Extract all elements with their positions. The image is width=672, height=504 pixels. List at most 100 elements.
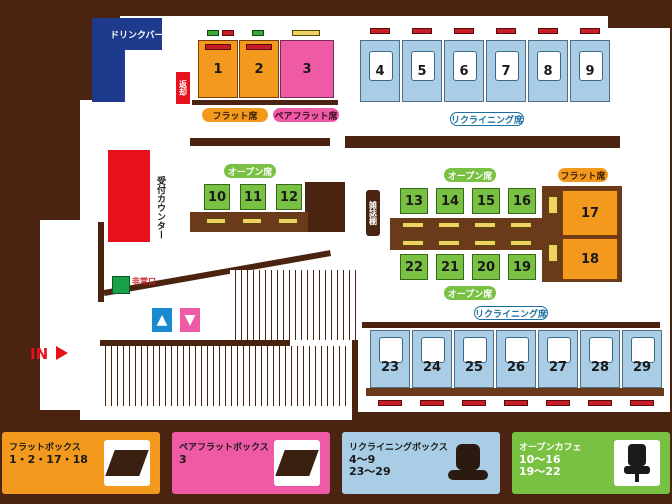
booth-number: 2 — [254, 61, 264, 77]
pc-icon — [222, 30, 234, 36]
booth-15[interactable]: 15 — [472, 188, 500, 214]
pc-icon — [402, 222, 424, 228]
pc-icon — [454, 28, 474, 34]
booth-22[interactable]: 22 — [400, 254, 428, 280]
return-counter: 返却 — [176, 72, 190, 104]
booth-16[interactable]: 16 — [508, 188, 536, 214]
legend-open-cafe[interactable]: オープンカフェ 10〜16 19〜22 — [512, 432, 670, 494]
reclining-chair-icon — [444, 440, 490, 486]
reclining-chair-icon — [369, 51, 393, 81]
zone-tag-open-center: オープン席 — [444, 168, 496, 182]
booth-number: 22 — [404, 259, 424, 275]
pc-icon — [630, 400, 654, 406]
booth-4[interactable]: 4 — [360, 40, 400, 102]
restroom-men-icon: ▲ — [152, 308, 172, 332]
restroom-women-icon: ▼ — [180, 308, 200, 332]
legend-flat-box[interactable]: フラットボックス 1・2・17・18 — [2, 432, 160, 494]
booth-20[interactable]: 20 — [472, 254, 500, 280]
booth-number: 3 — [302, 61, 312, 77]
booth-17[interactable]: 17 — [562, 190, 618, 236]
pc-icon — [412, 28, 432, 34]
reclining-chair-icon — [453, 51, 477, 81]
booth-number: 1 — [213, 61, 223, 77]
booth-18[interactable]: 18 — [562, 238, 618, 280]
booth-number: 16 — [512, 193, 532, 209]
staircase-lower — [100, 346, 350, 406]
wall-bottom-right — [356, 412, 670, 422]
legend-title: リクライニングボックス — [349, 443, 448, 453]
drink-bar-label: ドリンクバー — [110, 31, 164, 41]
legend-seats: 10〜16 19〜22 — [519, 453, 561, 478]
booth-10[interactable]: 10 — [204, 184, 230, 210]
booth-number: 24 — [422, 359, 442, 375]
booth-number: 4 — [375, 63, 385, 79]
booth-13[interactable]: 13 — [400, 188, 428, 214]
wall-right-separator — [608, 16, 630, 28]
booth-11[interactable]: 11 — [240, 184, 266, 210]
booth-6[interactable]: 6 — [444, 40, 484, 102]
pc-icon — [370, 28, 390, 34]
booth-29[interactable]: 29 — [622, 330, 662, 388]
legend-title: フラットボックス — [9, 443, 81, 453]
zone-tag-open-left: オープン席 — [224, 164, 276, 178]
wall-open-block — [305, 182, 345, 232]
reclining-chair-icon — [495, 51, 519, 81]
booth-9[interactable]: 9 — [570, 40, 610, 102]
booth-8[interactable]: 8 — [528, 40, 568, 102]
pc-icon — [474, 222, 496, 228]
booth-12[interactable]: 12 — [276, 184, 302, 210]
pc-icon — [378, 400, 402, 406]
booth-24[interactable]: 24 — [412, 330, 452, 388]
legend-reclining-box[interactable]: リクライニングボックス 4〜9 23〜29 — [342, 432, 500, 494]
booth-23[interactable]: 23 — [370, 330, 410, 388]
entrance-label: IN — [30, 345, 49, 363]
entrance-arrow-icon — [56, 346, 68, 360]
pc-icon — [580, 28, 600, 34]
booth-26[interactable]: 26 — [496, 330, 536, 388]
pc-icon — [438, 240, 460, 246]
pc-icon — [548, 244, 558, 262]
booth-28[interactable]: 28 — [580, 330, 620, 388]
booth-number: 17 — [580, 205, 600, 221]
booth-number: 19 — [512, 259, 532, 275]
reclining-chair-icon — [505, 337, 529, 363]
booth-14[interactable]: 14 — [436, 188, 464, 214]
booth-27[interactable]: 27 — [538, 330, 578, 388]
booth-number: 8 — [543, 63, 553, 79]
floor-left-corridor — [40, 220, 104, 310]
reclining-chair-icon — [411, 51, 435, 81]
legend-seats: 1・2・17・18 — [9, 453, 88, 466]
booth-number: 14 — [440, 193, 460, 209]
pc-icon — [504, 400, 528, 406]
pc-icon — [438, 222, 460, 228]
reclining-chair-icon — [547, 337, 571, 363]
legend-seats: 3 — [179, 453, 187, 466]
emergency-exit-label: 非常口 — [132, 277, 156, 286]
legend-pair-flat-box[interactable]: ペアフラットボックス 3 — [172, 432, 330, 494]
reclining-chair-icon — [463, 337, 487, 363]
pc-icon — [546, 400, 570, 406]
pc-icon — [252, 30, 264, 36]
booth-number: 10 — [207, 189, 227, 205]
pc-icon — [496, 28, 516, 34]
pc-icon — [207, 30, 219, 36]
booth-25[interactable]: 25 — [454, 330, 494, 388]
emergency-exit-icon — [112, 276, 130, 294]
booth-19[interactable]: 19 — [508, 254, 536, 280]
pc-icon — [278, 218, 298, 224]
reception-counter-label: 受付カウンター — [155, 176, 165, 239]
booth-5[interactable]: 5 — [402, 40, 442, 102]
booth-1[interactable]: 1 — [198, 40, 238, 98]
booth-21[interactable]: 21 — [436, 254, 464, 280]
wall-reclining-top — [362, 322, 660, 328]
reclining-chair-icon — [537, 51, 561, 81]
booth-3[interactable]: 3 — [280, 40, 334, 98]
booth-number: 7 — [501, 63, 511, 79]
booth-number: 11 — [243, 189, 263, 205]
booth-7[interactable]: 7 — [486, 40, 526, 102]
reclining-chair-icon — [631, 337, 655, 363]
booth-number: 5 — [417, 63, 427, 79]
booth-number: 13 — [404, 193, 424, 209]
pc-icon — [206, 218, 226, 224]
